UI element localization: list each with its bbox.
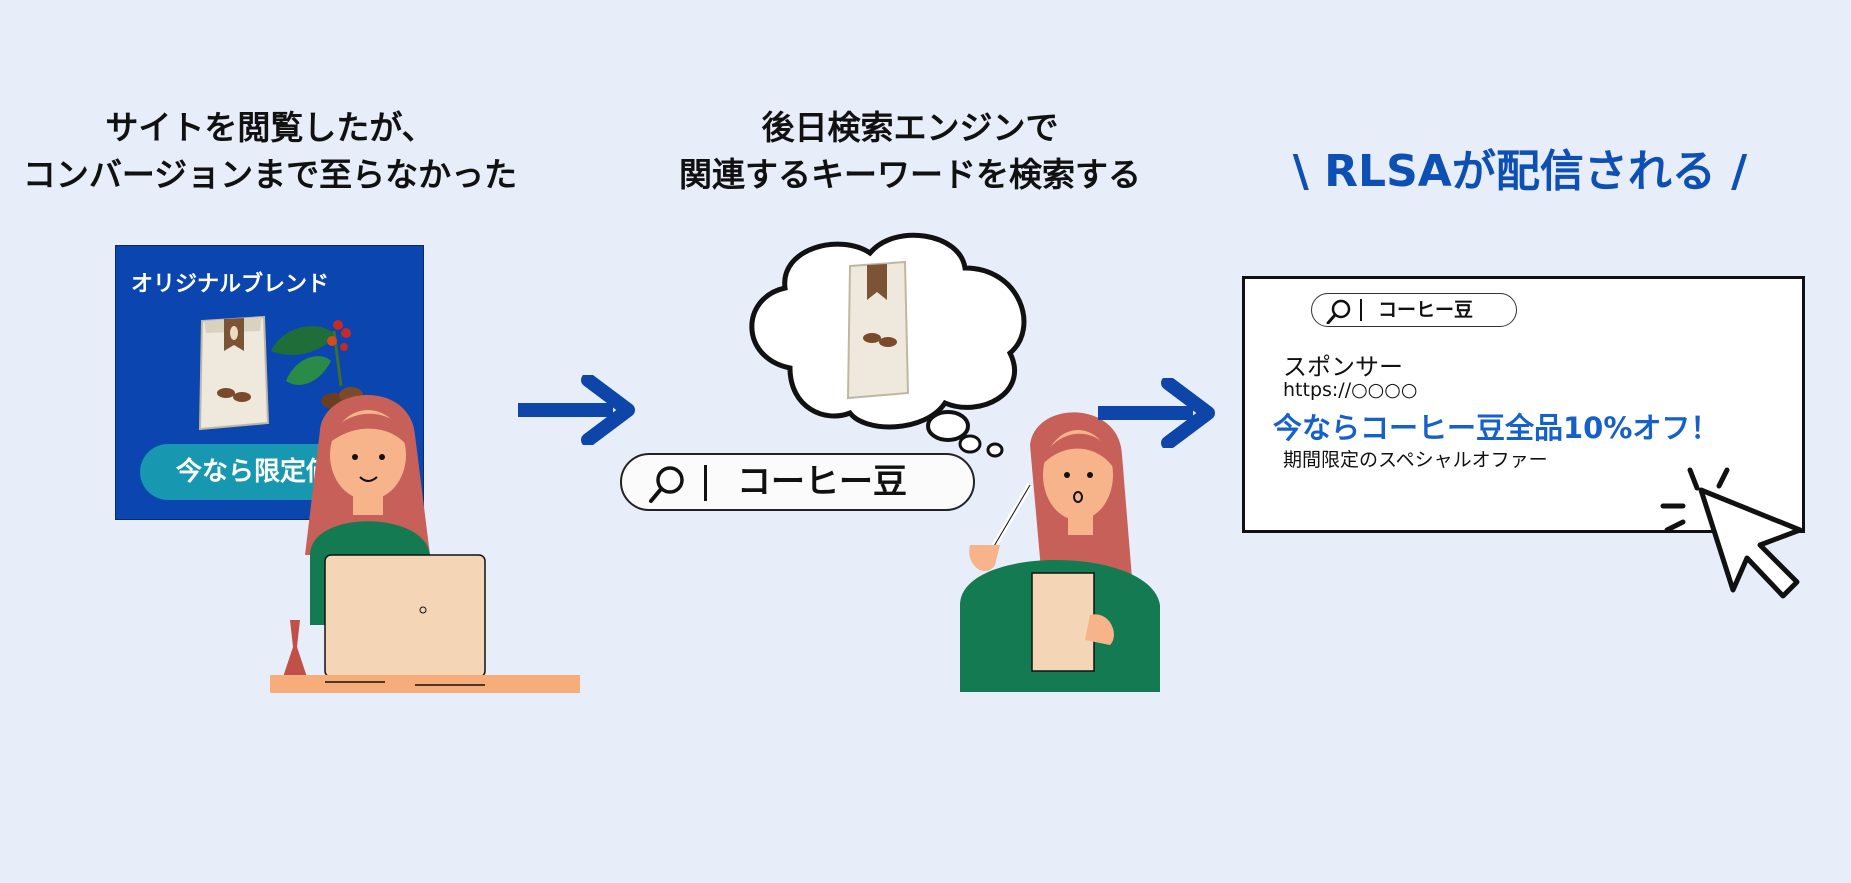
step3-line1: \ RLSAが配信される / bbox=[1292, 146, 1748, 197]
search-divider bbox=[704, 465, 707, 501]
cursor-icon bbox=[1660, 467, 1803, 599]
step3-heading: \ RLSAが配信される / bbox=[1270, 144, 1770, 200]
step2-line2: 関連するキーワードを検索する bbox=[679, 155, 1141, 194]
coffee-bag-icon bbox=[198, 315, 270, 431]
search-icon bbox=[1326, 299, 1351, 324]
woman-laptop-illustration bbox=[270, 395, 580, 693]
search-icon bbox=[649, 466, 684, 503]
arrow-right-icon bbox=[1098, 378, 1215, 448]
step2-heading: 後日検索エンジンで 関連するキーワードを検索する bbox=[660, 104, 1160, 198]
arrow-right-icon bbox=[518, 375, 635, 445]
ad-description: 期間限定のスペシャルオファー bbox=[1283, 449, 1548, 471]
banner-title: オリジナルブレンド bbox=[131, 272, 330, 297]
search-query: コーヒー豆 bbox=[737, 462, 907, 502]
step1-heading: サイトを閲覧したが、 コンバージョンまで至らなかった bbox=[0, 104, 540, 198]
search-bar-small[interactable]: コーヒー豆 bbox=[1311, 293, 1517, 327]
search-bar[interactable]: コーヒー豆 bbox=[620, 453, 975, 511]
step1-line1: サイトを閲覧したが、 bbox=[105, 108, 435, 147]
coffee-bag-icon bbox=[846, 260, 910, 400]
thought-cloud-icon bbox=[749, 232, 1027, 458]
ad-url[interactable]: https://○○○○ bbox=[1283, 379, 1418, 401]
woman-thinking-illustration bbox=[960, 412, 1160, 692]
search-divider bbox=[1360, 299, 1362, 321]
step1-line2: コンバージョンまで至らなかった bbox=[22, 155, 518, 194]
search-result-ad[interactable]: コーヒー豆 スポンサー https://○○○○ 今ならコーヒー豆全品10%オフ… bbox=[1242, 276, 1805, 533]
step2-line1: 後日検索エンジンで bbox=[761, 108, 1059, 147]
search-query-small: コーヒー豆 bbox=[1378, 299, 1474, 321]
ad-headline[interactable]: 今ならコーヒー豆全品10%オフ！ bbox=[1273, 411, 1720, 445]
ad-sponsor-label: スポンサー bbox=[1283, 353, 1403, 381]
